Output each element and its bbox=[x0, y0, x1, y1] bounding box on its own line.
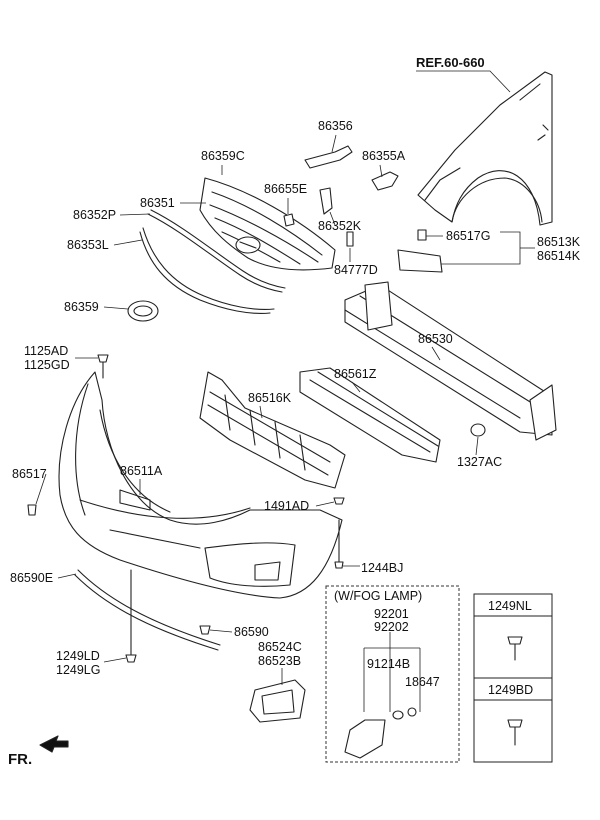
label-86511A: 86511A bbox=[120, 464, 163, 478]
radiator-grille bbox=[199, 177, 336, 271]
label-86514K: 86514K bbox=[537, 249, 581, 263]
label-86517: 86517 bbox=[12, 467, 47, 481]
label-86355A: 86355A bbox=[362, 149, 406, 163]
label-86517G: 86517G bbox=[446, 229, 490, 243]
front-bumper-cover bbox=[58, 371, 343, 599]
energy-absorber bbox=[299, 367, 441, 463]
label-86524C: 86524C bbox=[258, 640, 302, 654]
fog-lamp-box bbox=[325, 585, 460, 763]
fog-lamp-caption: (W/FOG LAMP) bbox=[334, 589, 422, 603]
label-86561Z: 86561Z bbox=[334, 367, 377, 381]
fog-lamp-cover bbox=[249, 679, 306, 723]
label-1249NL: 1249NL bbox=[488, 599, 532, 613]
label-1327AC: 1327AC bbox=[457, 455, 502, 469]
label-86523B: 86523B bbox=[258, 654, 301, 668]
grille-molding bbox=[139, 209, 286, 314]
label-86352K: 86352K bbox=[318, 219, 362, 233]
emblem bbox=[127, 300, 159, 322]
label-86359: 86359 bbox=[64, 300, 99, 314]
label-86530: 86530 bbox=[418, 332, 453, 346]
fog-lamp bbox=[344, 707, 417, 759]
direction-label: FR. bbox=[8, 751, 32, 768]
label-91214B: 91214B bbox=[367, 657, 410, 671]
label-1249BD: 1249BD bbox=[488, 683, 533, 697]
ref-label: REF.60-660 bbox=[416, 55, 485, 70]
label-86590E: 86590E bbox=[10, 571, 53, 585]
label-1244BJ: 1244BJ bbox=[361, 561, 403, 575]
label-92201: 92201 bbox=[374, 607, 409, 621]
grille-brackets bbox=[283, 145, 399, 247]
label-1249LG: 1249LG bbox=[56, 663, 100, 677]
label-86351: 86351 bbox=[140, 196, 175, 210]
label-86513K: 86513K bbox=[537, 235, 581, 249]
label-86353L: 86353L bbox=[67, 238, 109, 252]
bumper-lip bbox=[74, 569, 221, 651]
label-86655E: 86655E bbox=[264, 182, 307, 196]
label-86356: 86356 bbox=[318, 119, 353, 133]
label-86352P: 86352P bbox=[73, 208, 116, 222]
label-86590: 86590 bbox=[234, 625, 269, 639]
screw-table bbox=[473, 593, 553, 763]
label-1125AD: 1125AD bbox=[24, 344, 68, 358]
label-84777D: 84777D bbox=[334, 263, 378, 277]
front-arrow-icon bbox=[39, 735, 69, 753]
fasteners bbox=[27, 354, 345, 663]
lower-grille bbox=[199, 371, 346, 489]
fender-ref bbox=[417, 71, 553, 226]
label-92202: 92202 bbox=[374, 620, 409, 634]
label-1125GD: 1125GD bbox=[24, 358, 70, 372]
label-1491AD: 1491AD bbox=[264, 499, 309, 513]
label-86359C: 86359C bbox=[201, 149, 245, 163]
label-86516K: 86516K bbox=[248, 391, 292, 405]
bumper-beam bbox=[344, 281, 557, 441]
label-18647: 18647 bbox=[405, 675, 440, 689]
label-1249LD: 1249LD bbox=[56, 649, 100, 663]
